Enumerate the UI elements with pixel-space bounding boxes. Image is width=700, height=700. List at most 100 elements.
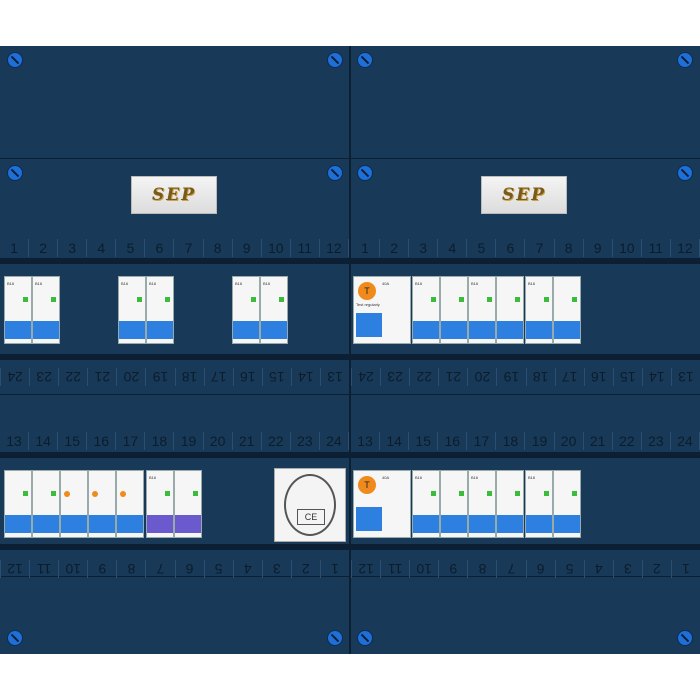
slot-number: 10: [613, 239, 642, 257]
screw-icon: [327, 165, 343, 181]
screw-icon: [357, 630, 373, 646]
slot-number: 16: [583, 368, 613, 386]
rcd-toggle[interactable]: [356, 507, 382, 531]
breaker-label: B16: [149, 281, 157, 286]
slot-number: 11: [380, 560, 410, 578]
circuit-breaker[interactable]: [440, 276, 468, 344]
ce-mark: CE: [297, 509, 325, 525]
breaker-label: B16: [149, 475, 157, 480]
slot-number: 19: [525, 432, 555, 450]
slot-number: 10: [409, 560, 439, 578]
circuit-breaker[interactable]: [553, 470, 581, 538]
circuit-breaker[interactable]: B16: [32, 276, 60, 344]
rcd-badge: T: [358, 476, 376, 494]
rcbo[interactable]: [116, 470, 144, 538]
slot-number: 7: [145, 560, 175, 578]
rcd-test-label: Test regularly: [356, 302, 380, 307]
slot-number: 18: [174, 368, 204, 386]
rcd-rating: 40A: [382, 281, 390, 286]
circuit-breaker[interactable]: B16: [118, 276, 146, 344]
screw-icon: [7, 630, 23, 646]
slot-number: 7: [174, 239, 204, 257]
slot-number: 24: [0, 368, 30, 386]
rcd-switch[interactable]: T Test regularly 40A: [353, 276, 411, 344]
slot-number: 2: [641, 560, 671, 578]
circuit-breaker[interactable]: [553, 276, 581, 344]
slot-number: 9: [584, 239, 613, 257]
din-rail: [0, 452, 349, 458]
rcbo[interactable]: [60, 470, 88, 538]
breaker-label: B16: [528, 281, 536, 286]
circuit-breaker[interactable]: B16: [468, 470, 496, 538]
circuit-breaker[interactable]: [32, 470, 60, 538]
circuit-breaker[interactable]: [440, 470, 468, 538]
rcd-switch[interactable]: T 40A: [353, 470, 411, 538]
slot-number: 8: [116, 560, 146, 578]
slot-number: 20: [467, 368, 497, 386]
slot-number: 20: [204, 432, 233, 450]
rcbo[interactable]: [88, 470, 116, 538]
slot-number: 13: [319, 368, 349, 386]
slot-number: 15: [58, 432, 88, 450]
slot-number: 16: [438, 432, 468, 450]
brand-logo: SEP: [151, 185, 197, 205]
circuit-breaker[interactable]: B16: [412, 276, 440, 344]
cover-seam: [0, 158, 349, 159]
slot-number: 3: [409, 239, 439, 257]
din-socket[interactable]: CE: [274, 468, 346, 542]
cover-seam: [0, 394, 349, 395]
slot-number: 18: [496, 432, 526, 450]
slot-number: 14: [380, 432, 410, 450]
cover-seam: [351, 394, 700, 395]
slot-number: 4: [438, 239, 468, 257]
slot-number: 10: [58, 560, 88, 578]
screw-icon: [677, 165, 693, 181]
rcd-toggle[interactable]: [356, 313, 382, 337]
circuit-breaker[interactable]: [496, 470, 524, 538]
slot-number: 5: [467, 239, 497, 257]
slot-number: 21: [584, 432, 613, 450]
slot-number: 23: [29, 368, 59, 386]
rcd-badge: T: [358, 282, 376, 300]
circuit-breaker[interactable]: B16: [468, 276, 496, 344]
slot-number: 17: [467, 432, 497, 450]
circuit-breaker[interactable]: [496, 276, 524, 344]
slot-number: 3: [261, 560, 291, 578]
circuit-breaker[interactable]: B16: [4, 276, 32, 344]
slot-number: 19: [496, 368, 526, 386]
slot-number: 17: [116, 432, 146, 450]
circuit-breaker[interactable]: B16: [232, 276, 260, 344]
screw-icon: [677, 630, 693, 646]
slot-number: 20: [555, 432, 584, 450]
circuit-breaker[interactable]: B16: [260, 276, 288, 344]
screw-icon: [7, 165, 23, 181]
screw-icon: [357, 165, 373, 181]
slot-number: 22: [262, 432, 291, 450]
screw-icon: [357, 52, 373, 68]
breaker-label: B16: [121, 281, 129, 286]
slot-number: 14: [290, 368, 320, 386]
circuit-breaker[interactable]: [4, 470, 32, 538]
circuit-breaker[interactable]: [174, 470, 202, 538]
circuit-breaker[interactable]: B16: [146, 470, 174, 538]
screw-icon: [7, 52, 23, 68]
slot-number: 8: [555, 239, 584, 257]
circuit-breaker[interactable]: B16: [525, 470, 553, 538]
slot-number: 8: [467, 560, 497, 578]
cover-seam: [0, 576, 349, 577]
circuit-breaker[interactable]: B16: [525, 276, 553, 344]
circuit-breaker[interactable]: B16: [412, 470, 440, 538]
din-rail: [351, 258, 700, 264]
brand-plate: SEP: [131, 176, 217, 214]
slot-number: 12: [0, 560, 30, 578]
slot-number: 24: [351, 368, 381, 386]
slot-number: 22: [58, 368, 88, 386]
slot-number: 23: [291, 432, 320, 450]
slot-number: 6: [525, 560, 555, 578]
breaker-label: B16: [263, 281, 271, 286]
slot-number: 21: [233, 432, 262, 450]
circuit-breaker[interactable]: B16: [146, 276, 174, 344]
